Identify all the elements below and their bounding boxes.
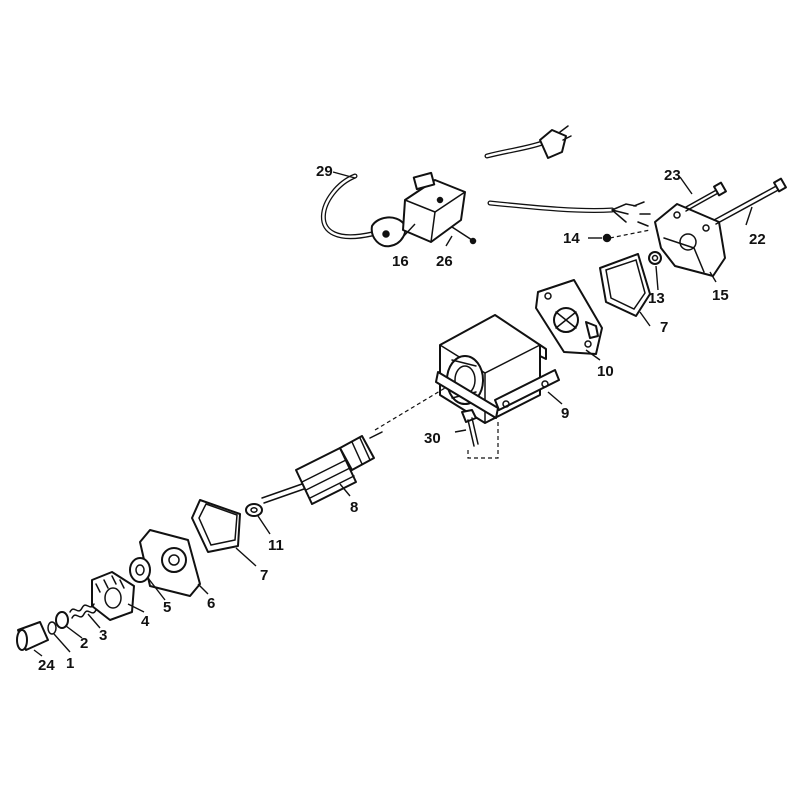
switch-box — [402, 171, 466, 243]
callout-22: 22 — [749, 231, 766, 248]
callout-2: 2 — [80, 635, 88, 652]
bolt-22 — [713, 177, 787, 225]
callout-14: 14 — [563, 230, 580, 247]
callout-11: 11 — [268, 537, 284, 554]
spacer — [129, 557, 151, 583]
motor-housing — [435, 314, 560, 424]
callout-4: 4 — [141, 613, 150, 630]
callout-7-upper: 7 — [660, 319, 668, 336]
callouts: 29 16 26 23 22 14 13 15 7 10 9 30 8 11 7… — [38, 163, 766, 674]
callout-15: 15 — [712, 287, 729, 304]
brush-plate — [535, 279, 603, 355]
callout-3: 3 — [99, 627, 107, 644]
screw-14 — [602, 233, 612, 243]
spring — [69, 603, 97, 619]
callout-10: 10 — [597, 363, 614, 380]
callout-16: 16 — [392, 253, 409, 270]
washer-13 — [648, 251, 662, 265]
gasket-upper — [599, 253, 651, 317]
callout-30: 30 — [424, 430, 441, 447]
drive-end-cap — [139, 529, 201, 597]
power-cord — [320, 125, 651, 248]
callout-6: 6 — [207, 595, 215, 612]
callout-23: 23 — [664, 167, 681, 184]
callout-7-lower: 7 — [260, 567, 268, 584]
callout-5: 5 — [163, 599, 171, 616]
cap — [16, 621, 49, 651]
callout-26: 26 — [436, 253, 453, 270]
end-housing — [654, 203, 726, 277]
armature — [261, 431, 383, 505]
gasket-lower — [191, 499, 241, 553]
bolt-23 — [685, 181, 727, 212]
callout-8: 8 — [350, 499, 358, 516]
callout-24: 24 — [38, 657, 55, 674]
callout-9: 9 — [561, 405, 569, 422]
callout-29: 29 — [316, 163, 333, 180]
screw-26 — [451, 226, 477, 245]
retainer — [55, 611, 69, 629]
drive-gear — [91, 571, 135, 621]
snap-ring — [47, 621, 57, 635]
callout-13: 13 — [648, 290, 665, 307]
callout-1: 1 — [66, 655, 74, 672]
washer-11 — [245, 503, 263, 517]
screw-30 — [461, 409, 479, 447]
leader-lines — [33, 171, 753, 657]
